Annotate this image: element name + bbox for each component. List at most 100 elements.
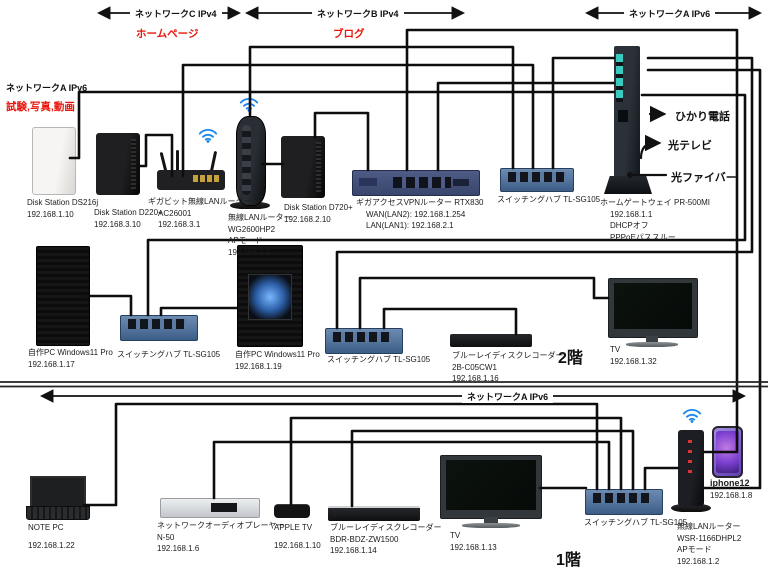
iphone-screen	[716, 431, 739, 473]
router-wg2600hp2	[236, 116, 266, 206]
ethernet-cable	[436, 81, 616, 172]
label-d220: Disk Station D220+ 192.168.3.10	[94, 207, 163, 230]
label-pr500mi: ホームゲートウェイ PR-500MI 192.168.1.1 DHCPオフ PP…	[600, 197, 710, 243]
device-name: スイッチングハブ TL-SG105	[327, 355, 431, 364]
label-wsr: 無線LANルーター WSR-1166DHPL2 APモード 192.168.1.…	[677, 521, 741, 567]
hikari-tv-arrow	[639, 134, 662, 160]
device-name: APPLE TV	[274, 523, 313, 532]
router-ac2600	[157, 170, 225, 190]
wifi-icon	[239, 98, 259, 112]
gateway-lan-ports	[616, 54, 623, 102]
device-ip: 192.168.1.6	[157, 544, 200, 554]
label-hub2f-left: スイッチングハブ TL-SG105	[117, 349, 220, 361]
device-name: Disk Station DS216j	[27, 198, 99, 207]
label-tv1f: TV 192.168.1.13	[450, 530, 497, 553]
device-ip: 192.168.1.19	[235, 361, 282, 371]
device-ip: 192.168.2.10	[284, 214, 331, 224]
device-ip: 192.168.1.8	[710, 491, 753, 501]
switch-ports	[333, 332, 391, 342]
device-ip: 192.168.1.2	[677, 556, 720, 566]
antenna	[176, 150, 179, 172]
label-wg2600: 無線LANルーター WG2600HP2 APモード 192.168.2.2	[228, 212, 292, 258]
switch-ports	[508, 172, 566, 182]
tv-screen	[446, 460, 536, 510]
router-stand	[671, 504, 711, 512]
device-ip: 192.168.1.1	[610, 209, 653, 219]
device-name: ネットワークオーディオプレーヤー	[157, 521, 285, 530]
device-name: スイッチングハブ TL-SG105	[584, 518, 688, 527]
device-ip: 192.168.2.2	[228, 247, 271, 257]
label-tv2f: TV 192.168.1.32	[610, 344, 657, 367]
device-mode: APモード	[677, 545, 712, 555]
device-ip: 192.168.3.10	[94, 219, 141, 229]
device-mode: APモード	[228, 236, 263, 246]
floor-1-label: 1階	[556, 552, 581, 569]
device-name: ギガアクセスVPNルーター RTX830	[356, 198, 484, 207]
home-gateway-pr500mi	[614, 46, 640, 178]
device-name: TV	[610, 345, 621, 354]
ethernet-cable	[643, 466, 680, 491]
device-model: WSR-1166DHPL2	[677, 533, 742, 543]
device-dhcp: DHCPオフ	[610, 221, 649, 231]
nas-d720plus	[281, 136, 325, 198]
device-name: TV	[450, 531, 461, 540]
device-ip: 192.168.1.22	[28, 540, 75, 550]
device-name: ギガビット無線LANルーター	[148, 197, 252, 206]
antenna	[209, 150, 218, 173]
label-bd1f: ブルーレイディスクレコーダー BDR-BDZ-ZW1500 192.168.1.…	[330, 522, 441, 557]
ethernet-cable	[358, 276, 610, 330]
device-name: スイッチングハブ TL-SG105	[117, 350, 221, 359]
device-name: Disk Station D220+	[94, 208, 163, 217]
router-sfp-port	[453, 179, 469, 186]
tv-2f	[608, 278, 698, 338]
apple-tv	[274, 504, 310, 518]
tv-base	[462, 523, 520, 528]
device-name: ホームゲートウェイ PR-500MI	[600, 198, 710, 207]
switch-ports	[128, 319, 186, 329]
device-ip: 192.168.1.10	[27, 209, 74, 219]
bluray-bdz-zw1500	[328, 506, 420, 521]
nas-ds216j	[32, 127, 76, 195]
floor-2-label: 2階	[558, 350, 583, 367]
laptop-screen	[30, 476, 86, 508]
nas-d220plus	[96, 133, 140, 195]
label-pc1: 自作PC Windows11 Pro 192.168.1.17	[28, 347, 113, 370]
device-model: WG2600HP2	[228, 224, 276, 234]
switch-tl-sg105-2f-right	[500, 168, 574, 192]
device-ip: 192.168.1.16	[452, 374, 499, 384]
network-b-annotation: ブログ	[333, 28, 365, 40]
device-ip: 192.168.1.17	[28, 359, 75, 369]
label-hub2f-mid: スイッチングハブ TL-SG105	[327, 354, 430, 366]
device-model: 2B-C05CW1	[452, 362, 497, 372]
device-ip: 192.168.1.13	[450, 542, 497, 552]
device-lan: LAN(LAN1): 192.168.2.1	[366, 221, 454, 231]
router-ports	[393, 177, 451, 188]
device-name: 自作PC Windows11 Pro	[28, 348, 113, 357]
ethernet-cable	[551, 56, 616, 170]
router-leds	[688, 440, 692, 480]
network-a-top-label: ネットワークA IPv6	[624, 7, 716, 20]
switch-tl-sg105-2f-left	[120, 315, 198, 341]
pc-window-glow	[248, 274, 292, 320]
router-rtx830	[352, 170, 480, 196]
label-notepc: NOTE PC 192.168.1.22	[28, 522, 75, 551]
wifi-icon	[682, 409, 702, 423]
network-a-left-label: ネットワークA IPv6	[6, 83, 88, 93]
laptop-notepc	[26, 506, 90, 520]
wifi-icon	[198, 129, 218, 143]
label-appletv: APPLE TV 192.168.1.10	[274, 522, 321, 551]
device-name: スイッチングハブ TL-SG105	[497, 195, 601, 204]
ethernet-cable	[68, 90, 616, 160]
device-name: ブルーレイディスクレコーダー	[452, 351, 564, 360]
device-model: BDR-BDZ-ZW1500	[330, 534, 399, 544]
device-ip: 192.168.1.32	[610, 356, 657, 366]
pc-tower-1	[36, 246, 90, 346]
ethernet-cable	[159, 306, 239, 317]
router-front	[242, 125, 251, 195]
switch-ports	[593, 493, 651, 503]
device-ip: 192.168.1.10	[274, 540, 321, 550]
network-b-label: ネットワークB IPv4	[312, 7, 404, 20]
ethernet-cable	[382, 307, 518, 336]
gateway-phone-port	[618, 110, 628, 122]
pc-tower-2	[237, 245, 303, 347]
